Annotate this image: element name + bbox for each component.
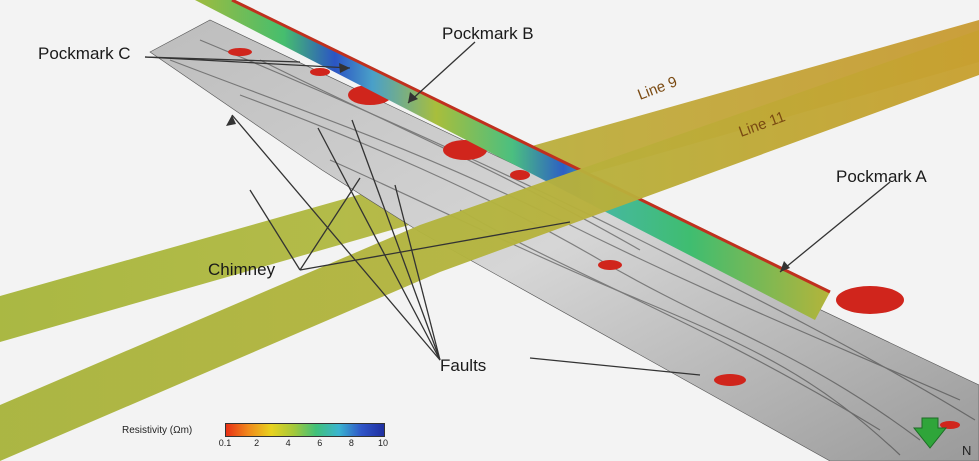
line-11-curtain bbox=[0, 30, 979, 461]
tow-line-curtain bbox=[195, 0, 830, 320]
colorbar-tick: 8 bbox=[348, 438, 354, 448]
resistivity-colorbar bbox=[225, 423, 385, 437]
callout-lines bbox=[144, 41, 891, 376]
north-arrow-icon bbox=[912, 417, 948, 449]
legend-title: Resistivity (Ωm) bbox=[122, 425, 193, 436]
colorbar-tick: 10 bbox=[377, 438, 389, 448]
pockmark-a-label: Pockmark A bbox=[836, 167, 927, 186]
pockmark-c-label: Pockmark C bbox=[38, 44, 131, 63]
colorbar-tick: 2 bbox=[254, 438, 260, 448]
chimney-label: Chimney bbox=[208, 260, 276, 279]
colorbar-tick: 0.1 bbox=[218, 438, 232, 448]
tow-line-edge bbox=[231, 0, 831, 294]
north-label: N bbox=[962, 443, 972, 458]
callout-arrowheads bbox=[226, 63, 790, 272]
faults-label: Faults bbox=[440, 356, 487, 375]
pockmark-b-label: Pockmark B bbox=[442, 24, 534, 43]
colorbar-tick: 6 bbox=[317, 438, 323, 448]
colorbar-tick: 4 bbox=[285, 438, 291, 448]
